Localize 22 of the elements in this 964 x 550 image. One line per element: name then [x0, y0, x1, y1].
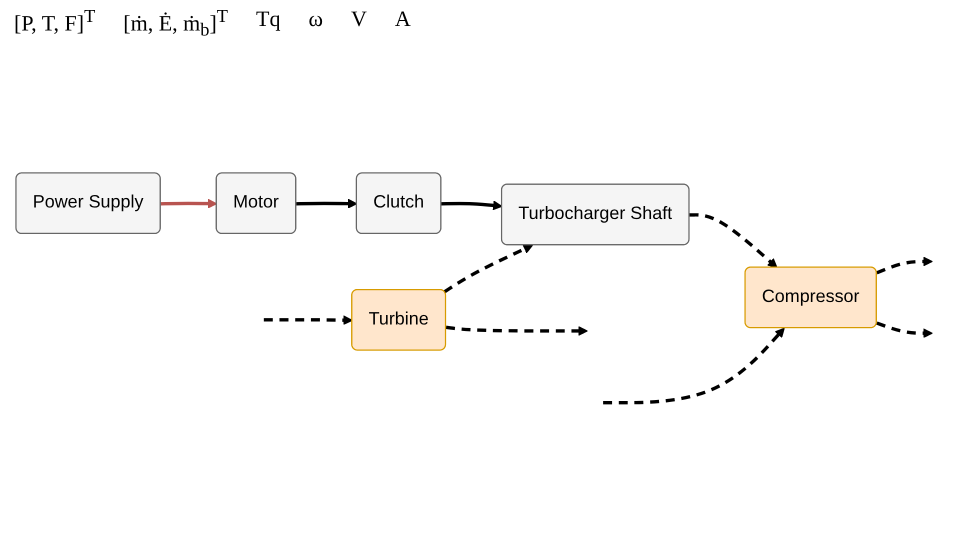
process-block: Power Supply — [15, 172, 161, 234]
signal-label: V — [350, 6, 367, 33]
arrow — [160, 198, 218, 208]
process-block: Turbine — [351, 288, 446, 351]
signal-label: A — [394, 6, 411, 33]
signal-label: Tq — [256, 6, 280, 33]
arrow — [876, 256, 933, 274]
arrow — [296, 198, 358, 209]
arrow — [876, 321, 933, 338]
arrow — [603, 328, 785, 404]
signal-label: [P, T, F]$^{T}$ — [14, 6, 96, 38]
signal-label: ω — [308, 6, 323, 33]
process-block: Compressor — [744, 266, 877, 328]
signal-label: [ṁ, Ė, ṁ$_{b}$]$^{T}$ — [123, 6, 228, 41]
arrow — [441, 200, 503, 210]
arrow — [444, 244, 534, 294]
arrow — [446, 326, 588, 336]
process-block: Clutch — [356, 172, 442, 234]
arrow — [690, 213, 778, 268]
process-block: Turbocharger Shaft — [500, 184, 690, 246]
process-block: Motor — [216, 172, 296, 234]
arrow — [264, 315, 353, 326]
